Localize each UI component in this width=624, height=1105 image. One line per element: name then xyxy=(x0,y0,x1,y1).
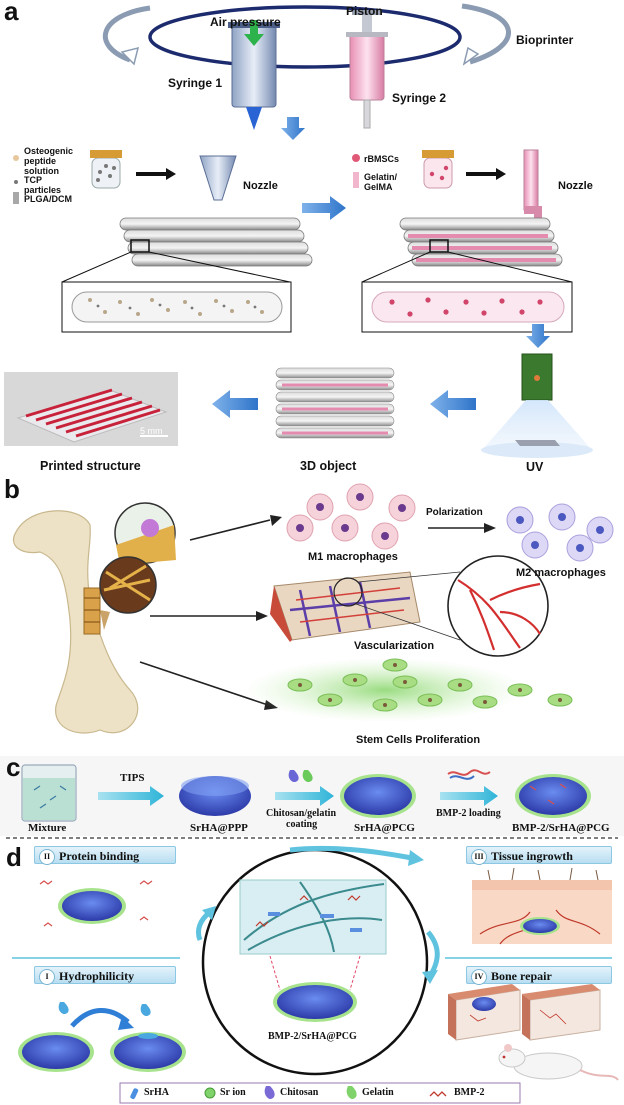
panel-a-letter: a xyxy=(4,0,19,26)
legend-osteogenic-peptide: Osteogenic peptide solution xyxy=(24,146,74,176)
legend-srha: SrHA xyxy=(144,1087,169,1098)
panel-b-letter: b xyxy=(4,474,20,504)
legend-gelatin: Gelatin xyxy=(362,1087,394,1098)
coating-line2-label: coating xyxy=(286,819,318,830)
piston-label: Piston xyxy=(346,4,383,18)
legend-rbmscs: rBMSCs xyxy=(364,154,400,164)
legend-sr-ion: Sr ion xyxy=(220,1087,246,1098)
panel-c-letter: c xyxy=(6,752,21,782)
legend-gelatin-gelma: Gelatin/ GelMA xyxy=(364,172,398,192)
syringe-1-label: Syringe 1 xyxy=(168,76,223,90)
legend-chitosan: Chitosan xyxy=(280,1087,319,1098)
scale-bar-label: 5 mm xyxy=(140,426,163,436)
srha-ppp-label: SrHA@PPP xyxy=(190,822,248,834)
air-pressure-label: Air pressure xyxy=(210,15,281,29)
syringe-2-label: Syringe 2 xyxy=(392,91,447,105)
legend-tcp-particles: TCP particles xyxy=(24,175,62,195)
step-2-number: II xyxy=(39,849,55,866)
step-1-text: Hydrophilicity xyxy=(59,969,135,983)
step-4-number: IV xyxy=(471,969,487,986)
polarization-label: Polarization xyxy=(426,507,483,518)
m1-macrophages-label: M1 macrophages xyxy=(308,551,398,563)
mixture-label: Mixture xyxy=(28,822,67,834)
nozzle-label-right: Nozzle xyxy=(558,180,593,192)
step-2-text: Protein binding xyxy=(59,849,140,863)
step-3-number: III xyxy=(471,849,487,866)
m2-macrophages-label: M2 macrophages xyxy=(516,567,606,579)
uv-caption: UV xyxy=(526,460,544,474)
center-scaffold-label: BMP-2/SrHA@PCG xyxy=(268,1031,357,1042)
step-1-number: I xyxy=(39,969,55,986)
legend-bmp-2: BMP-2 xyxy=(454,1087,485,1098)
panel-d-letter: d xyxy=(6,842,22,872)
step-hydrophilicity: I Hydrophilicity xyxy=(34,966,176,986)
3d-object-caption: 3D object xyxy=(300,459,357,473)
stem-cells-label: Stem Cells Proliferation xyxy=(356,734,481,746)
tips-label: TIPS xyxy=(120,772,145,784)
printed-structure-caption: Printed structure xyxy=(40,459,141,473)
step-protein-binding: II Protein binding xyxy=(34,846,176,866)
bioprinter-ring xyxy=(148,5,462,69)
bioprinter-label: Bioprinter xyxy=(516,33,574,47)
legend-plga-dcm: PLGA/DCM xyxy=(24,194,72,204)
bmp-srha-pcg-label: BMP-2/SrHA@PCG xyxy=(512,822,610,834)
bone-illustration xyxy=(12,510,139,734)
vascularization-label: Vascularization xyxy=(354,640,435,652)
step-bone-repair: IV Bone repair xyxy=(466,966,612,986)
bmp-loading-label: BMP-2 loading xyxy=(436,808,501,819)
nozzle-label-left: Nozzle xyxy=(243,180,278,192)
step-4-text: Bone repair xyxy=(491,969,552,983)
step-3-text: Tissue ingrowth xyxy=(491,849,573,863)
srha-pcg-label: SrHA@PCG xyxy=(354,822,415,834)
step-tissue-ingrowth: III Tissue ingrowth xyxy=(466,846,612,866)
coating-line1-label: Chitosan/gelatin xyxy=(266,808,337,819)
